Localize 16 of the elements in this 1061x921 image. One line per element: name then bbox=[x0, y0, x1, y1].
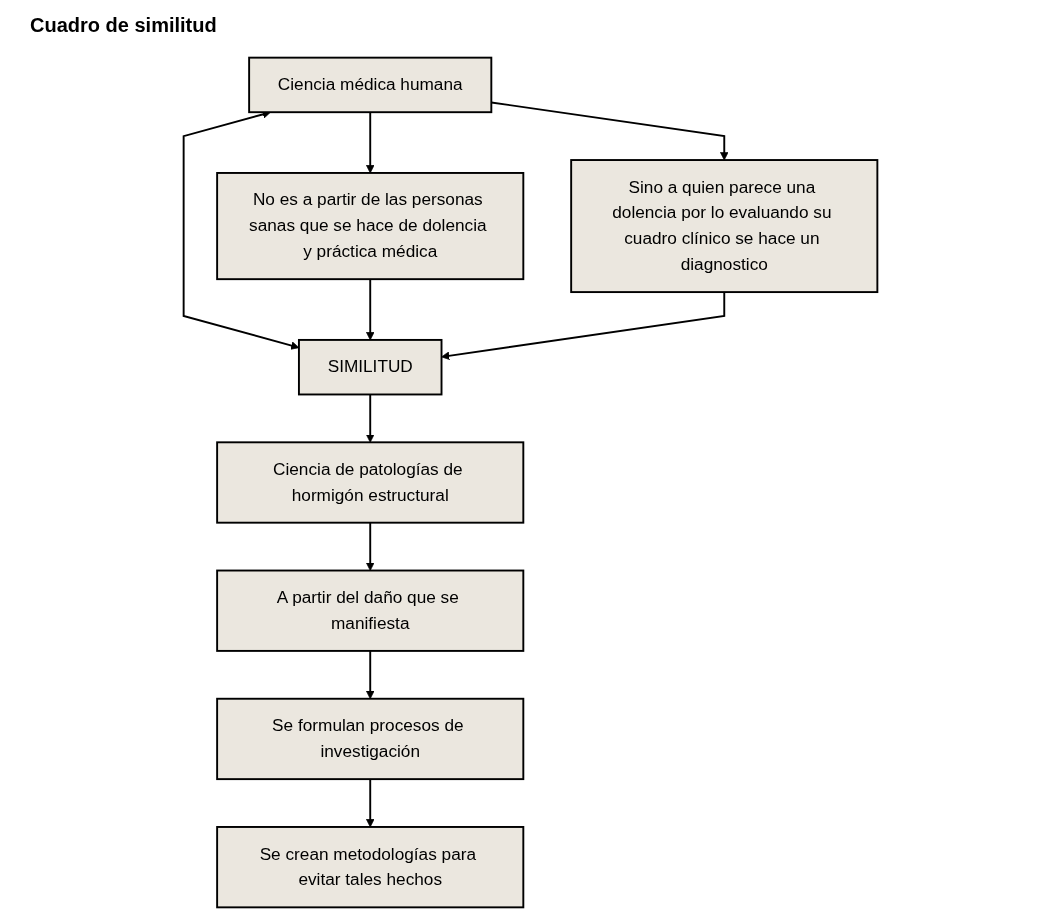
node-box: Sino a quien parece una dolencia por lo evaluando su cuadro clínico se hace un diagnostico bbox=[570, 159, 879, 294]
diagram-title: Cuadro de similitud bbox=[30, 14, 217, 37]
node-box: No es a partir de las personas sanas que se hace de dolencia y práctica médica bbox=[216, 172, 525, 281]
node-box: Ciencia médica humana bbox=[248, 56, 493, 114]
arrow bbox=[366, 778, 375, 828]
node-box: Ciencia de patologías de hormigón estructural bbox=[216, 441, 525, 524]
arrow bbox=[366, 649, 375, 700]
arrow bbox=[366, 278, 375, 341]
node-box: A partir del daño que se manifiesta bbox=[216, 569, 525, 652]
node-box: Se formulan procesos de investigación bbox=[216, 697, 525, 781]
arrow bbox=[366, 393, 375, 443]
arrow bbox=[366, 521, 375, 571]
node-box: Se crean metodologías para evitar tales hechos bbox=[216, 826, 525, 909]
node-box: SIMILITUD bbox=[297, 338, 443, 396]
arrow bbox=[366, 111, 375, 174]
arrow bbox=[441, 291, 726, 360]
